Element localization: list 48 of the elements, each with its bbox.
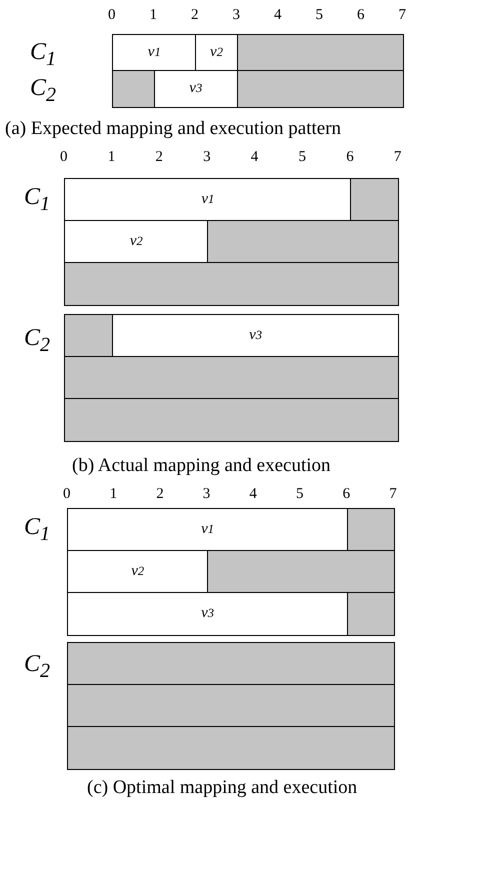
caption: (c) Optimal mapping and execution: [87, 778, 358, 797]
idle-bar: [67, 642, 395, 686]
row-label: C$_{1}$: [30, 40, 56, 69]
tick-label: 2: [155, 150, 163, 165]
caption: (b) Actual mapping and execution: [72, 456, 331, 475]
tick-label: 0: [60, 150, 68, 165]
idle-bar: [236, 70, 404, 108]
idle-bar: [112, 70, 155, 108]
row-label: C$_{1}$: [24, 185, 50, 214]
tick-label: 5: [298, 150, 306, 165]
tick-label: 3: [202, 487, 210, 502]
tick-label: 1: [110, 487, 118, 502]
idle-bar: [67, 684, 395, 728]
tick-label: 7: [394, 150, 402, 165]
idle-bar: [346, 508, 395, 552]
tick-label: 6: [357, 8, 364, 23]
caption: (a) Expected mapping and execution pattern: [5, 119, 342, 138]
tick-label: 4: [274, 8, 282, 23]
idle-bar: [350, 178, 400, 222]
tick-label: 3: [203, 150, 211, 165]
row-label: C$_{2}$: [24, 652, 50, 681]
tick-label: 6: [346, 150, 354, 165]
row-label: C$_{2}$: [30, 76, 56, 105]
tick-label: 5: [296, 487, 304, 502]
idle-bar: [64, 314, 114, 358]
row-label: C$_{1}$: [24, 515, 50, 544]
idle-bar: [64, 356, 400, 400]
idle-bar: [67, 726, 395, 770]
idle-bar: [207, 220, 400, 264]
tick-label: 4: [249, 487, 257, 502]
tick-label: 6: [342, 487, 350, 502]
idle-bar: [346, 592, 395, 636]
tick-label: 4: [250, 150, 258, 165]
idle-bar: [64, 262, 400, 306]
tick-label: 5: [316, 8, 323, 23]
tick-label: 0: [108, 8, 116, 23]
tick-label: 7: [389, 487, 397, 502]
tick-label: 2: [191, 8, 198, 23]
idle-bar: [64, 398, 400, 442]
idle-bar: [236, 34, 404, 72]
tick-label: 3: [232, 8, 240, 23]
idle-bar: [206, 550, 395, 594]
tick-label: 0: [63, 487, 70, 502]
tick-label: 7: [398, 8, 406, 23]
tick-label: 1: [150, 8, 157, 23]
tick-label: 2: [156, 487, 164, 502]
tick-label: 1: [108, 150, 116, 165]
row-label: C$_{2}$: [24, 326, 50, 355]
